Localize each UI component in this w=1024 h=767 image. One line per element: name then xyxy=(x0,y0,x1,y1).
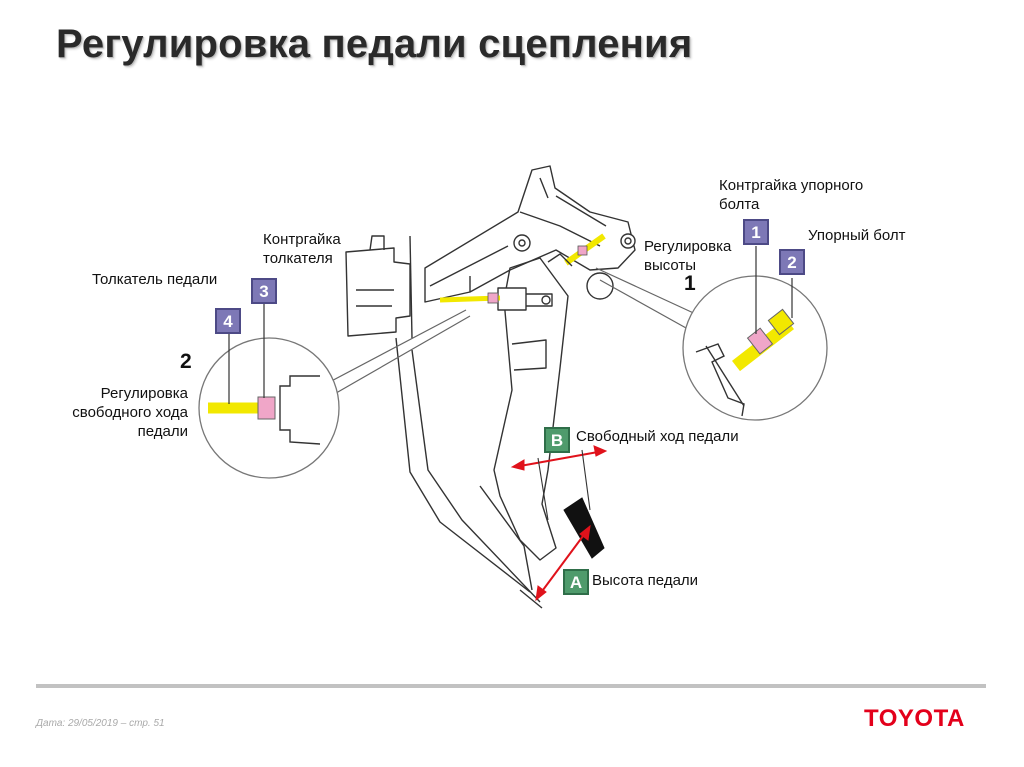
badge-3: 3 xyxy=(251,278,277,304)
pushrod-locknut-label-1: Контргайка xyxy=(263,231,341,248)
pushrod-label: Толкатель педали xyxy=(92,271,218,288)
main-stop-bolt xyxy=(547,233,606,267)
detail-1-circle xyxy=(682,246,828,421)
main-pushrod xyxy=(439,292,501,304)
pedal-height-label: Высота педали xyxy=(592,572,699,589)
height-adjust-label-1: Регулировка xyxy=(644,238,732,255)
pushrod-clevis xyxy=(497,287,553,311)
stop-bolt-label: Упорный болт xyxy=(808,227,906,244)
detail-2-circle xyxy=(198,301,340,479)
detail-2-number: 2 xyxy=(180,350,192,373)
free-play-adjust-label-1: Регулировка xyxy=(100,385,188,402)
switch-knob xyxy=(586,272,614,300)
upper-pivot xyxy=(620,233,636,249)
pushrod-locknut-label-2: толкателя xyxy=(263,250,333,267)
pedal-height-arrow xyxy=(535,524,591,602)
upper-pivot-pin xyxy=(624,237,632,245)
free-play-arrow xyxy=(510,445,608,521)
badge-1: 1 xyxy=(743,219,769,245)
stop-bolt-locknut-label-2: болта xyxy=(719,196,760,213)
toyota-logo: TOYOTA xyxy=(864,705,965,732)
footer-date: Дата: 29/05/2019 – стр. 51 xyxy=(36,718,165,729)
detail-2-leader xyxy=(321,309,471,401)
detail-1-number: 1 xyxy=(684,272,696,295)
pedal-pad xyxy=(563,497,605,559)
pedal-bracket xyxy=(424,165,636,303)
badge-b: B xyxy=(544,427,570,453)
free-play-label: Свободный ход педали xyxy=(576,428,739,445)
footer-divider xyxy=(36,684,986,688)
height-adjust-label-2: высоты xyxy=(644,257,697,274)
slide-title: Регулировка педали сцепления xyxy=(56,22,693,66)
badge-2: 2 xyxy=(779,249,805,275)
pedal-arm xyxy=(395,257,569,609)
pivot-pin xyxy=(518,239,526,247)
badge-4: 4 xyxy=(215,308,241,334)
free-play-adjust-label-3: педали xyxy=(137,423,188,440)
badge-a: A xyxy=(563,569,589,595)
free-play-adjust-label-2: свободного хода xyxy=(72,404,188,421)
master-cylinder xyxy=(345,235,413,339)
stop-bolt-locknut-label-1: Контргайка упорного xyxy=(719,177,864,194)
pivot-circle xyxy=(513,234,531,252)
